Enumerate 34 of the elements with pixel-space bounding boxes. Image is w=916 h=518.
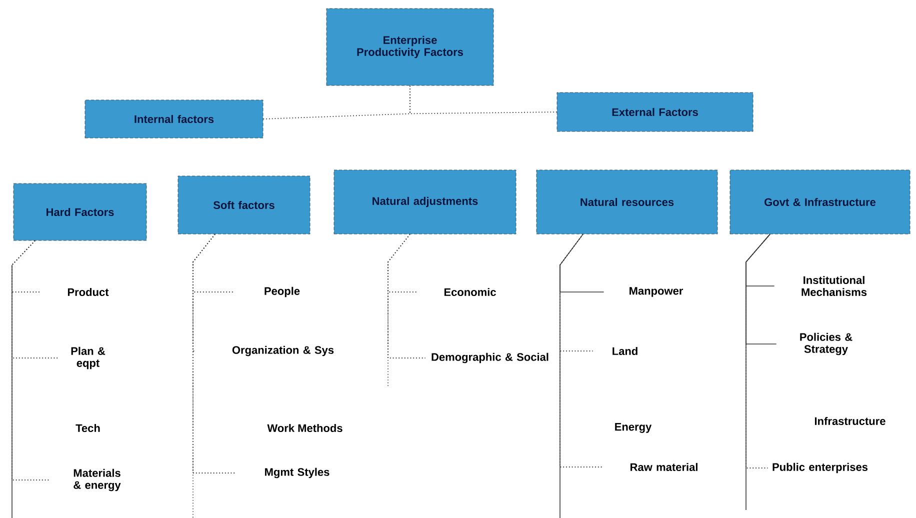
- category-box: Soft factors: [178, 176, 310, 234]
- factor-text: Plan & eqpt: [71, 346, 106, 370]
- category-box: Natural adjustments: [334, 170, 516, 234]
- connector-line: [560, 234, 604, 292]
- connector-line: [388, 234, 426, 358]
- factor-text: Work Methods: [267, 424, 342, 432]
- factor-text: Energy: [615, 423, 652, 433]
- connector-line: [410, 85, 558, 114]
- factor-text: Tech: [76, 424, 100, 432]
- factor-text: Demographic & Social: [432, 352, 548, 364]
- factor-text: Materials & energy: [74, 468, 121, 492]
- connector-line: [560, 234, 602, 468]
- category-box: Govt & Infrastructure: [730, 170, 910, 234]
- factor-text: Manpower: [630, 287, 684, 297]
- factor-text: Public enterprises: [772, 462, 868, 474]
- factor-text: Product: [68, 288, 109, 296]
- category-box: Natural resources: [536, 170, 718, 234]
- factor-text: Policies & Strategy: [800, 332, 852, 356]
- factor-text: People: [264, 286, 300, 298]
- connector-line: [746, 234, 777, 344]
- factor-text: Institutional Mechanisms: [802, 276, 867, 296]
- category-box: Internal factors: [84, 100, 264, 138]
- factor-text: Raw material: [630, 462, 698, 472]
- category-box: External Factors: [556, 92, 754, 132]
- factor-text: Infrastructure: [814, 416, 886, 426]
- connector-line: [192, 234, 236, 474]
- factor-text: Economic: [444, 288, 496, 296]
- connector-line: [12, 240, 50, 480]
- factor-text: Mgmt Styles: [265, 468, 330, 478]
- connector-line: [746, 234, 770, 468]
- factor-text: Land: [612, 346, 638, 356]
- category-box: Hard Factors: [13, 183, 147, 241]
- category-box: Enterprise Productivity Factors: [326, 8, 494, 86]
- factor-text: Organization & Sys: [232, 346, 334, 356]
